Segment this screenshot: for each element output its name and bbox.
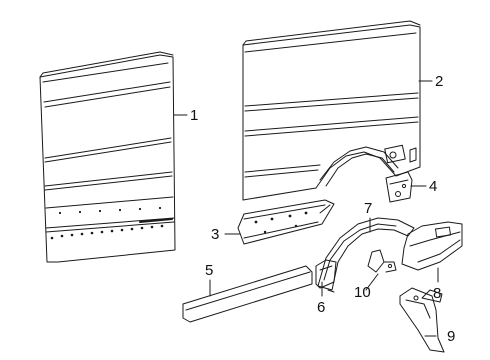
callout-6: 6 <box>317 299 325 316</box>
leader-10 <box>365 273 379 291</box>
part-2-rear-side-panel <box>242 20 421 201</box>
callout-labels: 1 2 3 4 5 6 7 8 9 10 <box>190 73 455 345</box>
callout-2: 2 <box>435 73 443 90</box>
callout-8: 8 <box>433 285 441 302</box>
callout-7: 7 <box>364 200 372 217</box>
part-1-fastener-holes <box>50 206 164 240</box>
part-4-bracket <box>385 171 413 203</box>
leader-lines <box>173 80 439 337</box>
callout-1: 1 <box>190 107 198 124</box>
part-9-mud-flap <box>399 287 445 353</box>
callout-3: 3 <box>211 226 219 243</box>
callout-5: 5 <box>205 262 213 279</box>
callout-10: 10 <box>354 284 371 301</box>
callout-9: 9 <box>447 328 455 345</box>
part-8-rear-flare <box>401 221 463 271</box>
callout-4: 4 <box>429 178 437 195</box>
part-1-front-side-panel <box>39 51 176 263</box>
part-10-bracket <box>367 249 397 273</box>
part-5-body-molding <box>182 265 313 323</box>
part-7-wheel-arch <box>317 217 415 293</box>
part-3-side-molding <box>237 199 335 245</box>
